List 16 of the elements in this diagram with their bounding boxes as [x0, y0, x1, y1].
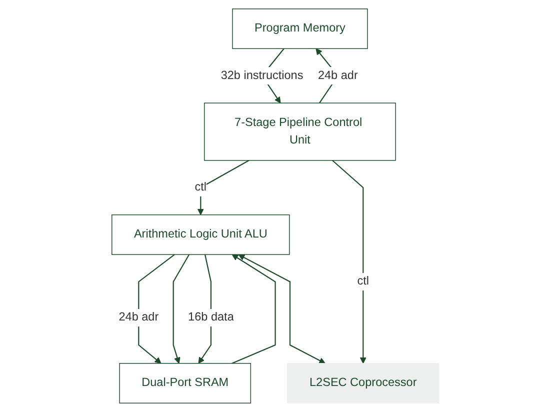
node-box: Dual-Port SRAM	[119, 363, 252, 404]
node-box: 7-Stage Pipeline Control Unit	[204, 102, 396, 161]
edge-label: 24b adr	[318, 69, 358, 82]
edge-label: ctl	[194, 180, 207, 194]
edge-label: 24b adr	[118, 311, 159, 324]
node-box: Program Memory	[232, 8, 368, 49]
arrow	[332, 160, 366, 364]
node-box: Arithmetic Logic Unit ALU	[112, 214, 290, 255]
node-box: L2SEC Coprocessor	[287, 363, 440, 404]
edge-label: ctl	[357, 275, 370, 288]
edge-label: 16b data	[188, 311, 234, 324]
arrow	[172, 254, 190, 364]
arrow	[238, 254, 326, 364]
edge-label: 32b instructions	[220, 69, 304, 82]
arrow	[198, 160, 250, 216]
arrow	[232, 254, 276, 364]
